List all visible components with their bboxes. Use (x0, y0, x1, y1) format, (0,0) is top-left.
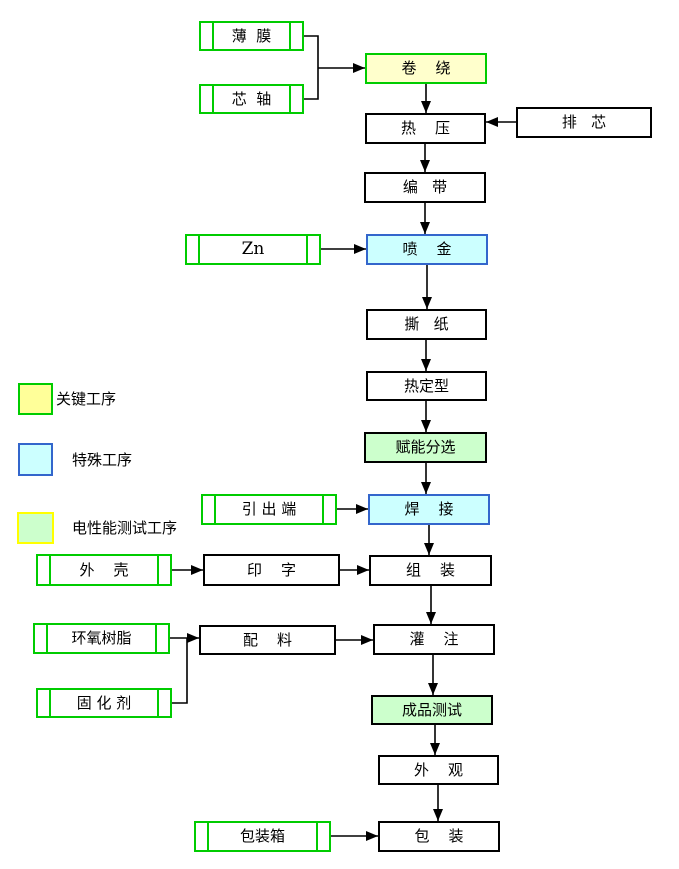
flow-node-printing-label: 印 字 (246, 560, 297, 579)
flow-node-winding-label: 卷 绕 (401, 59, 451, 77)
legend-label-key-process: 关键工序 (56, 390, 117, 408)
flow-node-metal-spray-label: 喷 金 (402, 240, 452, 258)
flow-node-product-test-label: 成品测试 (401, 700, 462, 719)
flow-node-film: 薄 膜 (199, 21, 304, 51)
flow-node-energize-sort: 赋能分选 (364, 432, 487, 463)
legend-label-special-process: 特殊工序 (72, 451, 133, 469)
bracket-film-coreshaft (304, 35, 319, 100)
flow-node-batching: 配 料 (199, 625, 336, 655)
flow-node-curing-agent: 固 化 剂 (36, 688, 172, 718)
legend-swatch-special-process (18, 443, 53, 476)
flow-node-packing-box-label: 包装箱 (239, 827, 285, 845)
flow-node-taping: 编 带 (364, 172, 486, 203)
flow-node-metal-spray: 喷 金 (366, 234, 488, 265)
flow-node-zn-label: Zn (241, 239, 265, 259)
flow-node-core-shaft-label: 芯 轴 (231, 89, 272, 108)
flow-node-appearance: 外 观 (378, 755, 499, 785)
flow-node-shell: 外 壳 (36, 554, 172, 586)
legend-label-test-process: 电性能测试工序 (72, 519, 178, 537)
flow-node-assembly-label: 组 装 (405, 561, 456, 579)
flow-node-hot-press: 热 压 (365, 113, 486, 144)
flow-node-packing-box: 包装箱 (194, 821, 331, 852)
flow-node-lead-terminal-label: 引 出 端 (241, 500, 297, 518)
flow-node-epoxy-resin-label: 环氧树脂 (71, 629, 132, 647)
flow-node-welding: 焊 接 (368, 494, 490, 525)
flow-node-core-array: 排 芯 (516, 107, 652, 138)
flow-node-curing-agent-label: 固 化 剂 (76, 693, 132, 712)
flow-node-batching-label: 配 料 (242, 630, 293, 649)
flow-node-core-shaft: 芯 轴 (199, 84, 304, 114)
flow-node-heat-setting-label: 热定型 (403, 376, 449, 395)
flow-node-packing-label: 包 装 (414, 827, 464, 845)
flow-node-product-test: 成品测试 (371, 695, 493, 725)
legend-swatch-test-process (17, 512, 54, 544)
flow-node-hot-press-label: 热 压 (400, 119, 451, 137)
flow-node-packing: 包 装 (378, 821, 500, 852)
flow-node-assembly: 组 装 (369, 555, 492, 586)
flow-node-zn: Zn (185, 234, 321, 265)
flow-node-shell-label: 外 壳 (79, 560, 129, 579)
flow-node-paper-tear-label: 撕 纸 (404, 315, 449, 333)
flow-node-energize-sort-label: 赋能分选 (395, 438, 456, 456)
flow-node-core-array-label: 排 芯 (561, 113, 607, 131)
flow-node-potting-label: 灌 注 (409, 630, 459, 648)
legend-swatch-key-process (18, 383, 53, 415)
line-curingagent-junction (172, 638, 188, 704)
flow-node-epoxy-resin: 环氧树脂 (33, 623, 170, 654)
flow-node-welding-label: 焊 接 (404, 500, 454, 518)
flow-node-film-label: 薄 膜 (231, 26, 272, 45)
flow-node-taping-label: 编 带 (402, 178, 448, 196)
flow-node-winding: 卷 绕 (365, 53, 487, 84)
flow-node-appearance-label: 外 观 (413, 760, 464, 779)
flow-node-heat-setting: 热定型 (366, 371, 487, 401)
flow-node-printing: 印 字 (203, 554, 340, 586)
flow-node-potting: 灌 注 (373, 624, 495, 655)
flow-node-lead-terminal: 引 出 端 (201, 494, 337, 525)
flow-node-paper-tear: 撕 纸 (366, 309, 487, 340)
